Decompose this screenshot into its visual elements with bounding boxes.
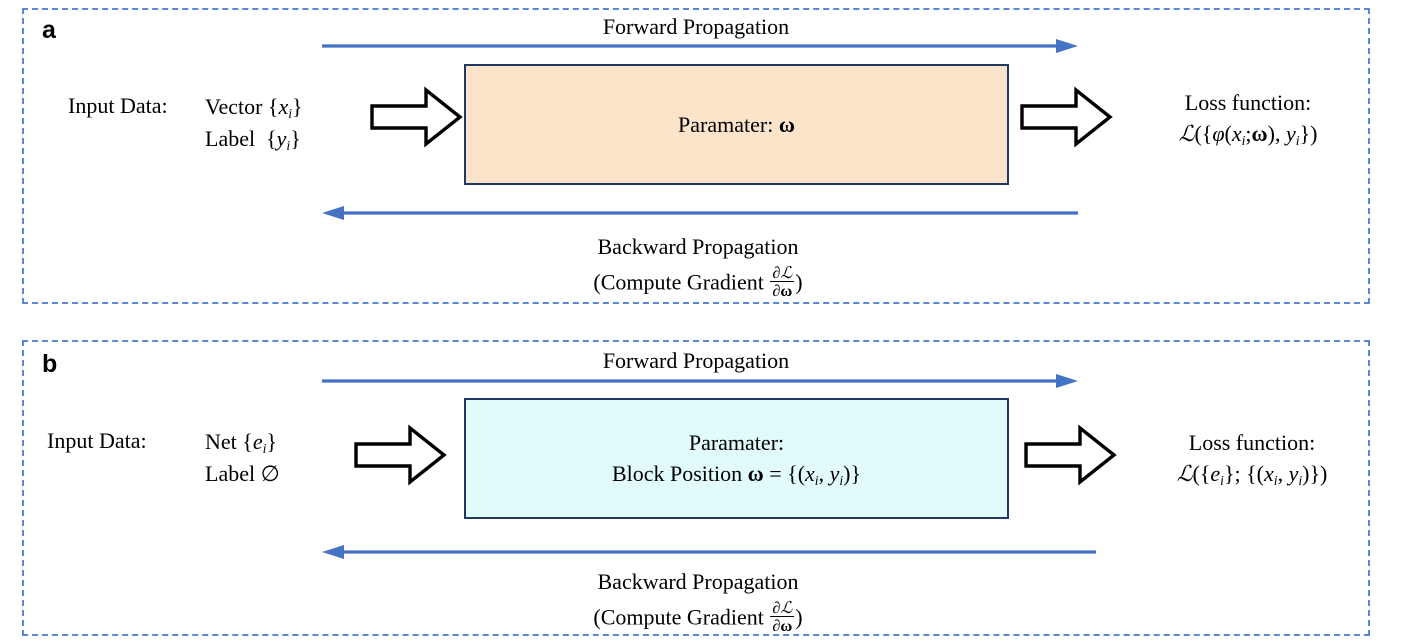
panel-b-parameter-line-2: Block Position ω = {(xi, yi)} [611, 461, 862, 488]
panel-b-loss-formula: ℒ({ei}; {(xi, yi)}) [1176, 461, 1328, 489]
panel-b-parameter-text: Paramater: Block Position ω = {(xi, yi)} [612, 427, 861, 490]
panel-b-input-label: Input Data: [47, 428, 147, 453]
panel-b-forward-label: Forward Propagation [602, 348, 790, 373]
panel-a-loss-title: Loss function: [1184, 90, 1312, 115]
panel-a-input-line-1: Vector {xi} [205, 94, 303, 121]
panel-b-backward-block: Backward Propagation (Compute Gradient ∂… [486, 566, 910, 634]
panel-b-forward-arrow [322, 374, 1078, 388]
panel-b-loss-title: Loss function: [1188, 430, 1316, 455]
panel-a-backward-gradient: (Compute Gradient ∂ℒ∂ω) [593, 262, 803, 300]
panel-a-forward-label: Forward Propagation [602, 14, 790, 39]
panel-b-output-block-arrow [1024, 424, 1117, 486]
panel-a-parameter-text: Paramater: ω [678, 111, 795, 137]
panel-b-letter: b [42, 350, 58, 378]
panel-b-input-values: Net {ei} Label ∅ [205, 426, 280, 489]
panel-a-output-block-arrow [1020, 86, 1113, 148]
panel-a-backward-block: Backward Propagation (Compute Gradient ∂… [486, 231, 910, 299]
panel-a-input-label: Input Data: [68, 93, 168, 118]
panel-b-input-line-1: Net {ei} [205, 429, 277, 456]
panel-b-backward-arrow [322, 545, 1096, 559]
panel-b-backward-label: Backward Propagation [597, 569, 799, 594]
panel-a-loss-formula: ℒ({φ(xi;ω), yi}) [1178, 121, 1318, 149]
panel-b-parameter-line-1: Paramater: [688, 429, 785, 455]
panel-b-loss: Loss function: ℒ({ei}; {(xi, yi)}) [1132, 427, 1372, 490]
panel-b-backward-gradient: (Compute Gradient ∂ℒ∂ω) [593, 597, 803, 635]
panel-a-input-block-arrow [370, 86, 463, 148]
panel-a-input-values: Vector {xi} Label {yi} [205, 91, 303, 155]
panel-a-backward-arrow [322, 206, 1078, 220]
panel-b-parameter-box: Paramater: Block Position ω = {(xi, yi)} [464, 398, 1009, 519]
panel-a-forward-arrow [322, 39, 1078, 53]
panel-a-parameter-box: Paramater: ω [464, 64, 1009, 185]
panel-a-letter: a [42, 16, 56, 44]
panel-a-loss: Loss function: ℒ({φ(xi;ω), yi}) [1128, 87, 1368, 150]
panel-a-backward-label: Backward Propagation [597, 234, 799, 259]
panel-b-input-block-arrow [354, 424, 447, 486]
panel-a-input-line-2: Label {yi} [205, 126, 301, 153]
panel-b-input-line-2: Label ∅ [205, 461, 280, 487]
